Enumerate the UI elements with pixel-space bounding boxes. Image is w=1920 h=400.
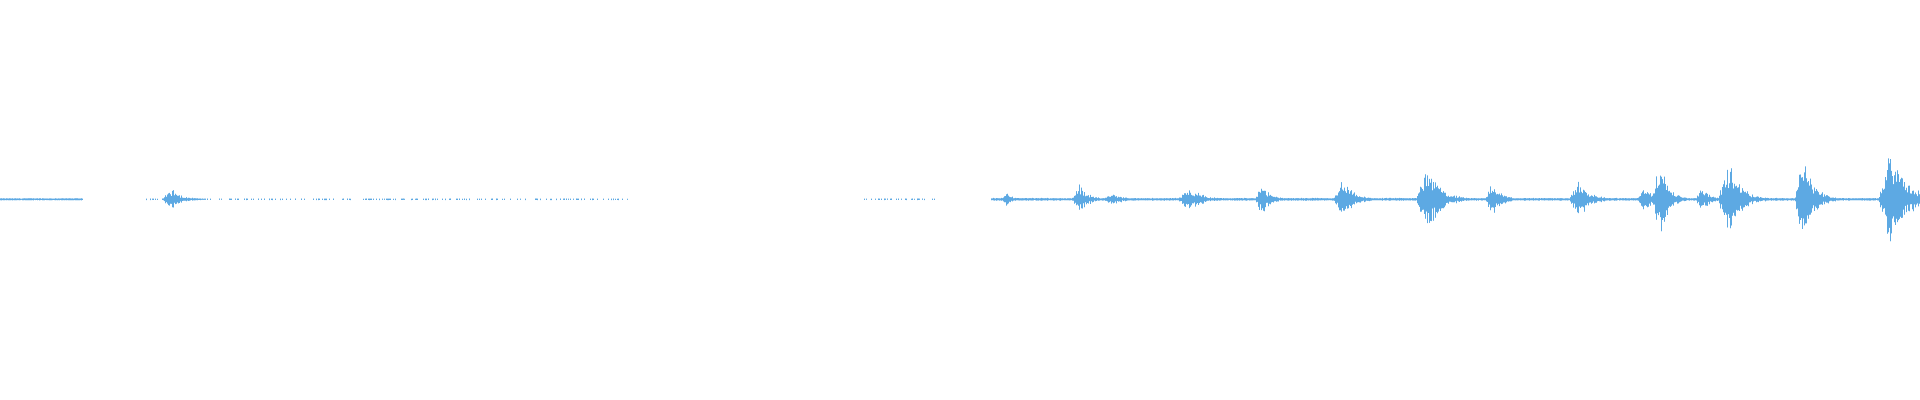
waveform-samples	[0, 158, 1920, 242]
waveform-trace	[0, 158, 1920, 242]
